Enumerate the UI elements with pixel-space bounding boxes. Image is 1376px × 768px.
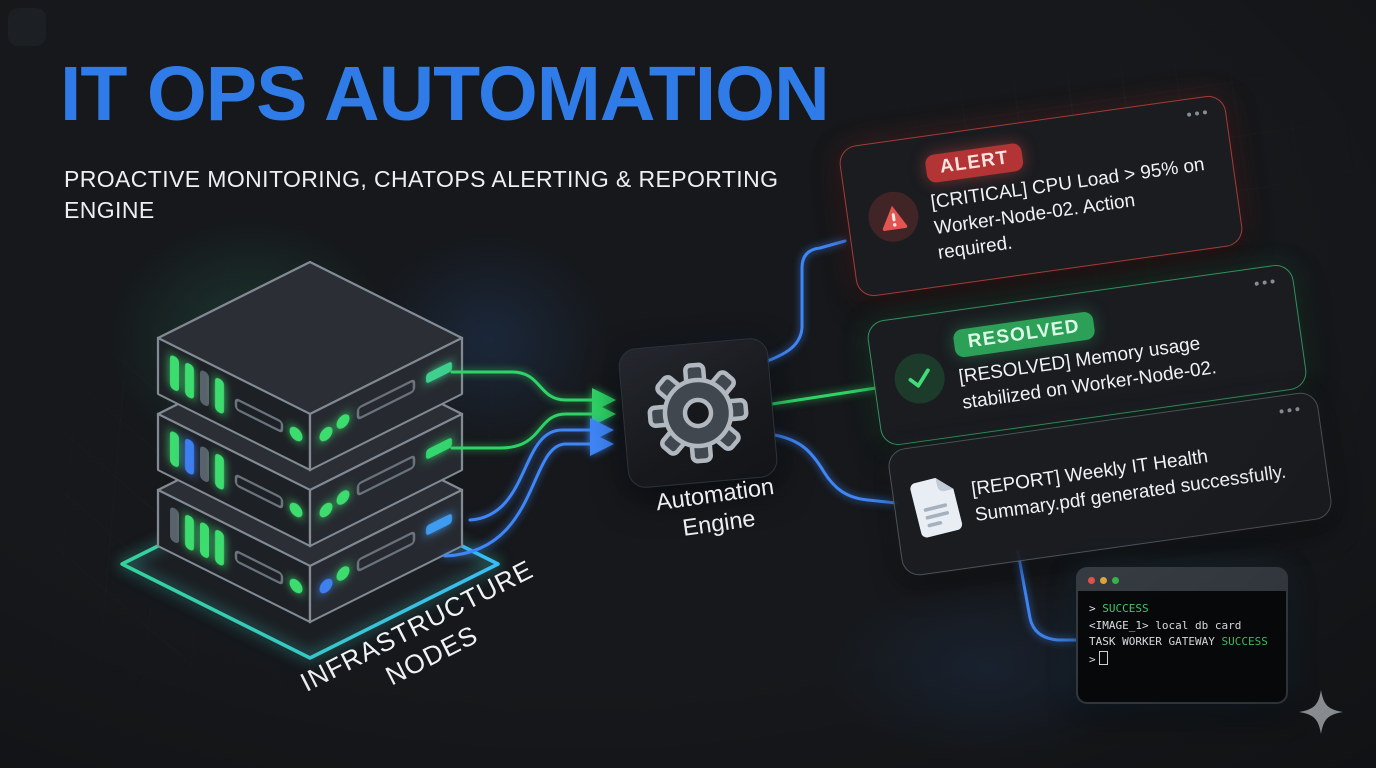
ingest-connectors xyxy=(443,370,616,558)
terminal-line: <IMAGE_1> local db card xyxy=(1089,618,1242,632)
terminal-window: > SUCCESS <IMAGE_1> local db card TASK W… xyxy=(1076,567,1288,704)
sparkle-icon xyxy=(1296,687,1346,737)
ellipsis-icon[interactable] xyxy=(1279,406,1300,414)
check-circle-icon xyxy=(891,350,948,407)
terminal-prompt-line: > xyxy=(1089,650,1275,669)
terminal-cursor xyxy=(1098,650,1108,665)
maximize-icon[interactable] xyxy=(1112,576,1119,584)
terminal-output: > SUCCESS <IMAGE_1> local db card TASK W… xyxy=(1078,591,1286,702)
minimize-icon[interactable] xyxy=(1100,576,1107,584)
alert-badge: ALERT xyxy=(924,142,1025,184)
ellipsis-icon[interactable] xyxy=(1186,110,1208,117)
document-icon xyxy=(909,473,966,543)
report-message: [REPORT] Weekly IT Health Summary.pdf ge… xyxy=(970,446,1288,526)
terminal-line: TASK WORKER GATEWAY SUCCESS xyxy=(1089,635,1268,648)
warning-triangle-icon xyxy=(865,188,922,245)
terminal-line: > SUCCESS xyxy=(1089,602,1149,615)
close-icon[interactable] xyxy=(1088,576,1095,584)
terminal-titlebar xyxy=(1078,569,1286,591)
automation-engine-box xyxy=(617,336,779,490)
gear-icon xyxy=(647,362,749,464)
